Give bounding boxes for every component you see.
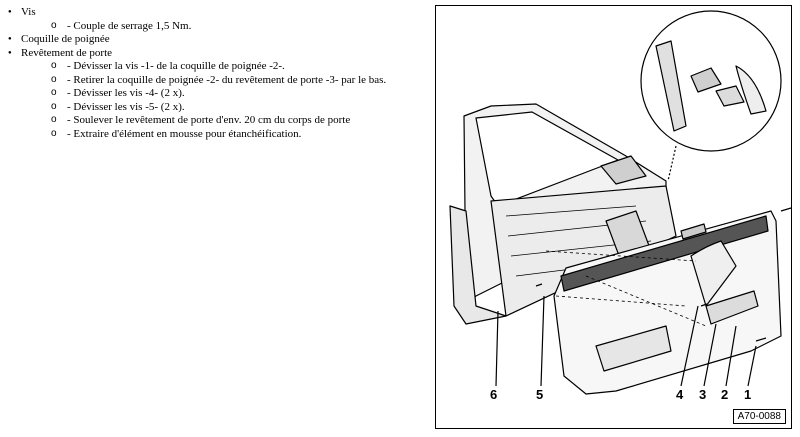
list-item-coquille: Coquille de poignée: [6, 33, 426, 47]
sublist: - Dévisser la vis -1- de la coquille de …: [21, 59, 426, 142]
callout-3: 3: [699, 387, 707, 402]
door-illustration: [449, 10, 792, 395]
callout-6: 6: [490, 387, 498, 402]
sublist-item: - Dévisser les vis -5- (2 x).: [21, 100, 426, 115]
list-item-revetement: Revêtement de porte - Dévisser la vis -1…: [6, 47, 426, 142]
sublist: - Couple de serrage 1,5 Nm.: [21, 19, 426, 34]
sublist-item: - Extraire d'élément en mousse pour étan…: [21, 127, 426, 142]
sublist-item: - Retirer la coquille de poignée -2- du …: [21, 73, 426, 88]
sublist-item: - Dévisser la vis -1- de la coquille de …: [21, 59, 426, 74]
item-label: Revêtement de porte: [21, 46, 113, 59]
figure-reference: A70-0088: [732, 409, 786, 424]
callout-2: 2: [721, 387, 729, 402]
sublist-item: - Dévisser les vis -4- (2 x).: [21, 86, 426, 101]
sublist-item: - Soulever le revêtement de porte d'env.…: [21, 113, 426, 128]
door-panel-diagram: 6 5 4 3 2 1 A70-0088: [435, 5, 792, 429]
callout-5: 5: [536, 387, 544, 402]
sublist-item: - Couple de serrage 1,5 Nm.: [21, 19, 426, 34]
callout-1: 1: [744, 387, 752, 402]
callout-4: 4: [676, 387, 684, 402]
procedure-text: Vis - Couple de serrage 1,5 Nm. Coquille…: [6, 6, 426, 141]
list-item-vis: Vis - Couple de serrage 1,5 Nm.: [6, 6, 426, 33]
procedure-list: Vis - Couple de serrage 1,5 Nm. Coquille…: [6, 6, 426, 141]
item-label: Coquille de poignée: [21, 33, 110, 45]
item-label: Vis: [21, 6, 36, 18]
